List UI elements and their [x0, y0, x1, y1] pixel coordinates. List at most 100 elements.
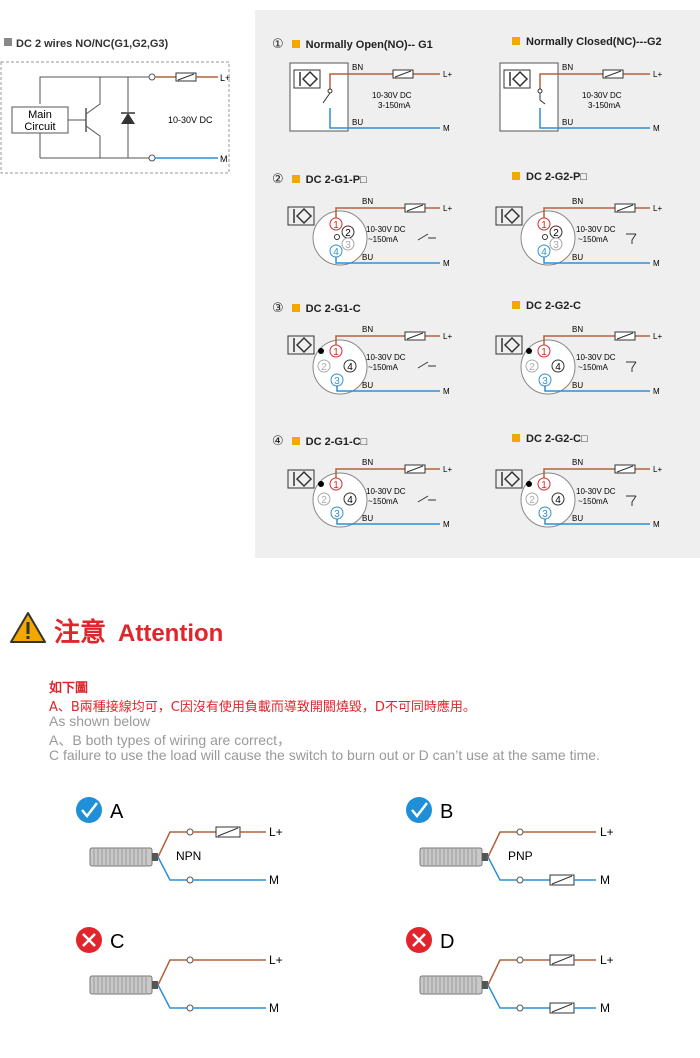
orange-square-icon	[291, 437, 300, 445]
svg-text:1: 1	[541, 480, 547, 491]
svg-text:10-30V DC: 10-30V DC	[366, 353, 406, 362]
note-cn-body: A、B兩種接線均可，C因沒有使用負載而導致開關燒毀，D不可同時應用。	[49, 700, 476, 715]
svg-text:~150mA: ~150mA	[368, 497, 399, 506]
circuit-dashed-box	[0, 61, 230, 174]
svg-text:10-30V DC: 10-30V DC	[576, 225, 616, 234]
svg-text:3: 3	[553, 240, 559, 251]
diagram-no-g1: BN BU L+ M 10-30V DC 3-150mA	[289, 62, 452, 133]
svg-text:1: 1	[541, 220, 547, 231]
svg-text:M: M	[443, 387, 450, 396]
left-section-title: DC 2 wires NO/NC(G1,G2,G3)	[4, 38, 168, 50]
lplus-label: L+	[220, 73, 230, 83]
svg-text:2: 2	[321, 362, 327, 373]
svg-text:4: 4	[541, 247, 547, 258]
svg-text:BN: BN	[352, 63, 363, 72]
svg-text:2: 2	[321, 495, 327, 506]
svg-text:10-30V DC: 10-30V DC	[576, 353, 616, 362]
note-en-2: A、B both types of wiring are correct，	[49, 732, 291, 748]
section-4-right-caption: DC 2-G2-C□	[512, 433, 588, 445]
svg-text:B: B	[440, 801, 453, 823]
svg-text:2: 2	[529, 495, 535, 506]
note-cn-head: 如下圖	[49, 681, 89, 696]
svg-text:L+: L+	[600, 825, 614, 839]
svg-text:M: M	[653, 387, 660, 396]
svg-text:Circuit: Circuit	[24, 121, 55, 133]
svg-text:L+: L+	[600, 953, 614, 967]
svg-text:M: M	[269, 1001, 279, 1015]
svg-text:BU: BU	[362, 381, 373, 390]
svg-text:4: 4	[555, 495, 561, 506]
svg-text:10-30V DC: 10-30V DC	[582, 91, 622, 100]
svg-text:L+: L+	[653, 332, 662, 341]
svg-text:M: M	[653, 259, 660, 268]
svg-text:2: 2	[553, 228, 559, 239]
svg-text:L+: L+	[443, 332, 452, 341]
svg-text:4: 4	[333, 247, 339, 258]
svg-text:L+: L+	[653, 70, 662, 79]
orange-square-icon	[291, 40, 300, 48]
svg-text:L+: L+	[653, 204, 662, 213]
svg-text:BU: BU	[362, 514, 373, 523]
svg-text:M: M	[269, 873, 279, 887]
main-circuit-box	[11, 106, 69, 134]
svg-text:BN: BN	[572, 458, 583, 467]
voltage-label: 10-30V DC	[168, 115, 213, 125]
svg-text:NPN: NPN	[176, 849, 201, 863]
svg-text:M: M	[600, 1001, 610, 1015]
section-2-right-caption: DC 2-G2-P□	[512, 171, 587, 183]
svg-text:BU: BU	[572, 381, 583, 390]
svg-text:BN: BN	[362, 458, 373, 467]
case-b: B L+ M PNP	[406, 797, 614, 887]
diagram-row-3: 1 2 4 3 BN BU L+ M 10-30V DC ~150mA 1 2 …	[287, 325, 662, 396]
svg-text:4: 4	[347, 495, 353, 506]
svg-text:L+: L+	[443, 204, 452, 213]
svg-text:M: M	[653, 124, 660, 133]
case-c: C L+ M	[76, 927, 283, 1015]
svg-text:Main: Main	[28, 109, 52, 121]
svg-text:BN: BN	[362, 197, 373, 206]
section-3-right-caption: DC 2-G2-C	[512, 300, 581, 312]
svg-text:L+: L+	[653, 465, 662, 474]
svg-text:PNP: PNP	[508, 849, 533, 863]
svg-text:2: 2	[529, 362, 535, 373]
svg-text:3-150mA: 3-150mA	[588, 101, 621, 110]
main-circuit-diagram: L+ Main Circuit 10-30V DC M	[0, 61, 230, 174]
orange-square-icon	[512, 301, 520, 309]
svg-text:10-30V DC: 10-30V DC	[366, 487, 406, 496]
svg-text:L+: L+	[443, 465, 452, 474]
svg-text:C: C	[110, 931, 124, 953]
svg-text:~150mA: ~150mA	[368, 363, 399, 372]
svg-text:L+: L+	[269, 953, 283, 967]
svg-text:BU: BU	[562, 118, 573, 127]
svg-text:A: A	[110, 801, 124, 823]
svg-text:L+: L+	[269, 825, 283, 839]
diagram-row-2: 1 2 3 4 BN BU L+ M 10-30V DC ~150mA 1 2 …	[287, 197, 662, 268]
panel-diagrams: BN BU L+ M 10-30V DC 3-150mA BN BU L+ M …	[287, 62, 662, 529]
svg-text:M: M	[443, 259, 450, 268]
section-1-right-caption: Normally Closed(NC)---G2	[512, 36, 662, 48]
svg-text:D: D	[440, 931, 454, 953]
check-circle-icon	[76, 797, 102, 823]
note-en-1: As shown below	[49, 713, 151, 729]
svg-text:3: 3	[542, 376, 548, 387]
svg-text:2: 2	[345, 228, 351, 239]
svg-text:~150mA: ~150mA	[578, 363, 609, 372]
case-d: D L+ M	[406, 927, 614, 1015]
m-label: M	[220, 154, 228, 164]
svg-text:4: 4	[555, 362, 561, 373]
svg-text:3: 3	[334, 509, 340, 520]
svg-text:M: M	[443, 124, 450, 133]
note-en-3: C failure to use the load will cause the…	[49, 747, 600, 763]
case-a: A L+ M NPN	[76, 797, 283, 887]
svg-text:BU: BU	[572, 514, 583, 523]
zener-diode-icon	[121, 113, 135, 124]
svg-text:~150mA: ~150mA	[578, 497, 609, 506]
diagram-nc-g2: BN BU L+ M 10-30V DC 3-150mA	[499, 62, 662, 133]
svg-text:3: 3	[542, 509, 548, 520]
svg-text:4: 4	[347, 362, 353, 373]
orange-square-icon	[291, 304, 300, 312]
svg-text:L+: L+	[443, 70, 452, 79]
svg-text:BU: BU	[362, 253, 373, 262]
